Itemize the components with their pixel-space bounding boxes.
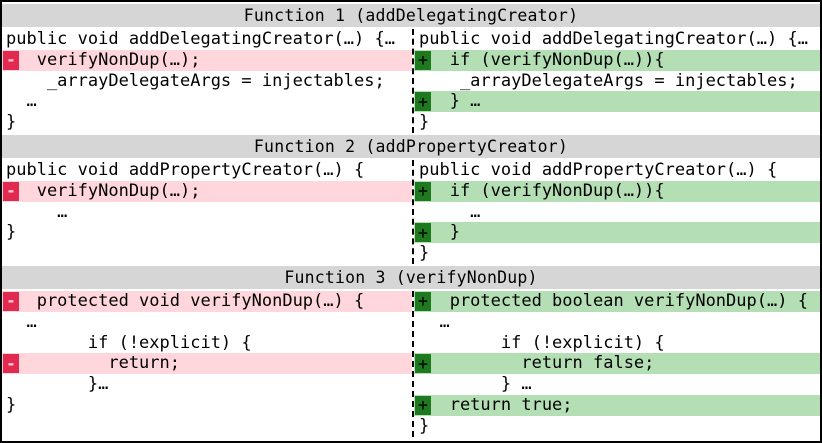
code-line: _arrayDelegateArgs = injectables; bbox=[2, 71, 412, 92]
code-text: _arrayDelegateArgs = injectables; bbox=[6, 70, 385, 91]
code-text: } … bbox=[419, 91, 481, 112]
code-line-added: + if (verifyNonDup(…)){ bbox=[414, 49, 820, 71]
code-line-added: + if (verifyNonDup(…)){ bbox=[414, 180, 820, 202]
code-line: } bbox=[2, 222, 412, 243]
code-line-added: + protected boolean verifyNonDup(…) { bbox=[414, 290, 820, 312]
code-line: } bbox=[414, 112, 820, 133]
right-column: + protected boolean verifyNonDup(…) { … … bbox=[412, 290, 820, 437]
code-text: } bbox=[419, 222, 460, 243]
code-text: protected boolean verifyNonDup(…) { bbox=[419, 290, 808, 311]
code-text: if (!explicit) { bbox=[6, 332, 252, 353]
code-line: … bbox=[2, 312, 412, 333]
code-text: } … bbox=[419, 374, 532, 395]
code-text: public void addPropertyCreator(…) { bbox=[419, 159, 778, 180]
code-line: } bbox=[414, 243, 820, 264]
code-line: } … bbox=[414, 374, 820, 395]
code-line: public void addPropertyCreator(…) { bbox=[414, 160, 820, 181]
minus-marker-icon: - bbox=[3, 181, 19, 201]
code-text: } bbox=[419, 415, 430, 436]
code-text: return false; bbox=[419, 353, 655, 374]
code-line bbox=[2, 416, 412, 437]
code-text: public void addPropertyCreator(…) { bbox=[6, 159, 365, 180]
code-text: if (verifyNonDup(…)){ bbox=[419, 49, 665, 70]
code-text: public void addDelegatingCreator(…) {… bbox=[419, 29, 808, 49]
code-line bbox=[2, 243, 412, 264]
code-line: … bbox=[2, 91, 412, 112]
code-line-added: + return false; bbox=[414, 353, 820, 375]
code-line: _arrayDelegateArgs = injectables; bbox=[414, 71, 820, 92]
code-line-added: + } bbox=[414, 222, 820, 244]
code-text: if (!explicit) { bbox=[419, 332, 665, 353]
code-line: public void addDelegatingCreator(…) {… bbox=[414, 29, 820, 50]
code-text: … bbox=[419, 311, 450, 332]
code-line: … bbox=[2, 202, 412, 223]
code-line: … bbox=[414, 312, 820, 333]
plus-marker-icon: + bbox=[415, 354, 431, 374]
code-line: } bbox=[2, 112, 412, 133]
code-line: if (!explicit) { bbox=[414, 333, 820, 354]
code-line: } bbox=[414, 416, 820, 437]
diff-band-1: public void addDelegatingCreator(…) {…- … bbox=[2, 29, 820, 133]
code-text: } bbox=[6, 394, 17, 415]
minus-marker-icon: - bbox=[3, 291, 19, 311]
code-text: } bbox=[6, 112, 17, 133]
section-header-2: Function 2 (addPropertyCreator) bbox=[2, 134, 820, 158]
code-line-removed: - verifyNonDup(…); bbox=[2, 180, 412, 202]
plus-marker-icon: + bbox=[415, 291, 431, 311]
code-text: } bbox=[6, 222, 17, 243]
code-text: return; bbox=[6, 353, 180, 374]
right-column: public void addDelegatingCreator(…) {…+ … bbox=[412, 29, 820, 133]
left-column: - protected void verifyNonDup(…) { … if … bbox=[2, 290, 412, 437]
section-header-3: Function 3 (verifyNonDup) bbox=[2, 265, 820, 289]
code-line: public void addPropertyCreator(…) { bbox=[2, 160, 412, 181]
section-header-1: Function 1 (addDelegatingCreator) bbox=[2, 4, 820, 27]
plus-marker-icon: + bbox=[415, 223, 431, 243]
code-text: _arrayDelegateArgs = injectables; bbox=[419, 70, 798, 91]
code-text: … bbox=[6, 311, 37, 332]
plus-marker-icon: + bbox=[415, 92, 431, 112]
code-text: public void addDelegatingCreator(…) {… bbox=[6, 29, 395, 49]
code-text: verifyNonDup(…); bbox=[6, 49, 201, 70]
plus-marker-icon: + bbox=[415, 50, 431, 70]
code-line: if (!explicit) { bbox=[2, 333, 412, 354]
code-text: return true; bbox=[419, 394, 573, 415]
code-text: … bbox=[6, 91, 37, 112]
code-text: } bbox=[419, 243, 430, 264]
diff-band-2: public void addPropertyCreator(…) {- ver… bbox=[2, 159, 820, 264]
plus-marker-icon: + bbox=[415, 395, 431, 415]
right-column: public void addPropertyCreator(…) {+ if … bbox=[412, 159, 820, 264]
left-column: public void addDelegatingCreator(…) {…- … bbox=[2, 29, 412, 133]
code-text: verifyNonDup(…); bbox=[6, 180, 201, 201]
diff-band-3: - protected void verifyNonDup(…) { … if … bbox=[2, 290, 820, 437]
minus-marker-icon: - bbox=[3, 354, 19, 374]
code-line-removed: - protected void verifyNonDup(…) { bbox=[2, 290, 412, 312]
code-text: if (verifyNonDup(…)){ bbox=[419, 180, 665, 201]
code-line-added: + return true; bbox=[414, 394, 820, 416]
code-text: … bbox=[419, 201, 481, 222]
code-line: }… bbox=[2, 374, 412, 395]
code-line-added: + } … bbox=[414, 91, 820, 113]
code-line: } bbox=[2, 395, 412, 416]
plus-marker-icon: + bbox=[415, 181, 431, 201]
code-text: } bbox=[419, 112, 430, 133]
code-text: protected void verifyNonDup(…) { bbox=[6, 290, 365, 311]
code-text: … bbox=[6, 201, 68, 222]
minus-marker-icon: - bbox=[3, 50, 19, 70]
code-line: … bbox=[414, 202, 820, 223]
code-line-removed: - verifyNonDup(…); bbox=[2, 49, 412, 71]
left-column: public void addPropertyCreator(…) {- ver… bbox=[2, 160, 412, 264]
code-line-removed: - return; bbox=[2, 353, 412, 375]
code-text: }… bbox=[6, 374, 109, 395]
code-line: public void addDelegatingCreator(…) {… bbox=[2, 29, 412, 50]
